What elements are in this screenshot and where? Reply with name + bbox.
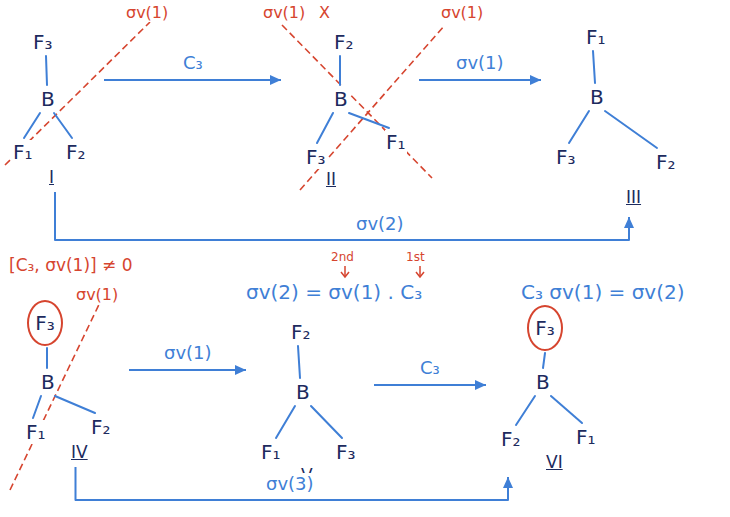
transition-arrow <box>104 75 281 85</box>
bond-line <box>33 396 41 418</box>
pointer-arrow <box>419 266 421 276</box>
annotation: σv(1) <box>75 285 119 304</box>
config-numeral: VI <box>545 450 564 474</box>
bond-line <box>543 353 545 368</box>
annotation: 2nd <box>330 250 355 264</box>
atom-label: B <box>295 380 311 404</box>
atom-label: F₂ <box>333 30 355 54</box>
mirror-plane <box>5 22 150 165</box>
transition-arrow <box>55 192 634 240</box>
tree-group: F₂BF₁F₃V <box>250 315 370 485</box>
atom-label: B <box>589 85 605 109</box>
bond-line <box>46 56 47 85</box>
bond-line <box>349 113 389 128</box>
bond-line <box>311 406 342 438</box>
config-numeral: IV <box>70 440 89 464</box>
bond-line <box>317 113 333 143</box>
pointer-arrow <box>344 266 346 276</box>
operation-label: C₃ <box>182 52 204 74</box>
arrow-head <box>624 217 634 228</box>
tree-group: B F₁ F₂IV F₃ <box>15 300 125 465</box>
operation-label: C₃ <box>419 357 441 379</box>
annotation: X <box>318 3 331 22</box>
transition-arrow <box>374 380 486 390</box>
arrow-line <box>55 192 629 240</box>
atom-label: F₂ <box>655 150 677 174</box>
circled-label: F₃ <box>27 300 63 346</box>
atom-label: F₂ <box>90 415 112 439</box>
bond-line <box>516 396 535 425</box>
atom-label: F₁ <box>260 440 282 464</box>
atom-label: F₂ <box>500 427 522 451</box>
atom-label: F₃ <box>534 316 556 340</box>
bond-line <box>605 111 657 148</box>
tree-bonds <box>545 20 685 215</box>
mirror-plane <box>10 292 105 490</box>
equation: σv(2) = σv(1) . C₃ <box>245 280 423 304</box>
arrow-head <box>503 477 513 488</box>
bond-line <box>55 396 95 413</box>
atom-label: F₁ <box>575 425 597 449</box>
bond-line <box>46 348 48 368</box>
bond-line <box>593 51 595 83</box>
atom-label: F₁ <box>385 130 407 154</box>
bond-line <box>551 396 582 423</box>
transition-arrow <box>76 467 514 500</box>
config-numeral: II <box>325 167 337 191</box>
circled-label: F₃ <box>527 305 563 351</box>
atom-label: F₃ <box>555 145 577 169</box>
config-numeral: I <box>48 165 55 189</box>
atom-label: F₁ <box>12 140 34 164</box>
operation-label: σv(1) <box>455 52 505 74</box>
atom-label: F₁ <box>585 25 607 49</box>
annotation: σv(1) <box>440 3 484 22</box>
bond-line <box>54 113 72 138</box>
arrow-line <box>374 384 486 386</box>
operation-label: σv(1) <box>163 342 213 364</box>
annotation: [C₃, σv(1)] ≠ 0 <box>8 255 134 275</box>
annotation: 1st <box>405 250 426 264</box>
transition-arrow <box>419 75 541 85</box>
arrow-line <box>76 467 509 500</box>
tree-group: F₁ B F₃ F₂ III <box>545 20 685 215</box>
annotation: σv(1) <box>262 3 306 22</box>
arrow-head <box>270 75 281 85</box>
operation-label: σv(2) <box>355 213 405 235</box>
atom-label: F₂ <box>65 140 87 164</box>
atom-label: B <box>40 87 56 111</box>
atom-label: F₃ <box>32 30 54 54</box>
pointer-arrow <box>416 272 424 277</box>
tree-group: B F₂ F₁ VI F₃ <box>490 305 610 475</box>
bond-line <box>24 113 40 138</box>
arrow-line <box>129 369 246 371</box>
atom-label: B <box>40 370 56 394</box>
bond-line <box>276 406 295 438</box>
atom-label: F₃ <box>34 311 56 335</box>
arrow-head <box>530 75 541 85</box>
atom-label: F₃ <box>305 145 327 169</box>
atom-label: B <box>333 87 349 111</box>
atom-label: F₂ <box>290 320 312 344</box>
transition-arrow <box>129 365 246 375</box>
operation-label: σv(3) <box>265 473 315 495</box>
config-numeral: III <box>625 185 642 209</box>
tree-group: F₃ B F₁ F₂ I <box>10 25 100 190</box>
mirror-plane <box>300 25 445 190</box>
bond-line <box>569 111 589 143</box>
arrow-head <box>235 365 246 375</box>
atom-label: F₃ <box>335 440 357 464</box>
arrow-line <box>104 79 281 81</box>
bond-line <box>298 346 300 378</box>
pointer-arrow <box>341 272 349 277</box>
arrow-line <box>419 79 541 81</box>
atom-label: F₁ <box>25 420 47 444</box>
mirror-plane <box>282 25 432 178</box>
equation: C₃ σv(1) = σv(2) <box>520 280 686 304</box>
tree-group: F₂ B F₃ F₁ II <box>285 25 415 195</box>
atom-label: B <box>535 370 551 394</box>
annotation: σv(1) <box>125 3 169 22</box>
bond-line <box>339 56 341 85</box>
arrow-head <box>475 380 486 390</box>
